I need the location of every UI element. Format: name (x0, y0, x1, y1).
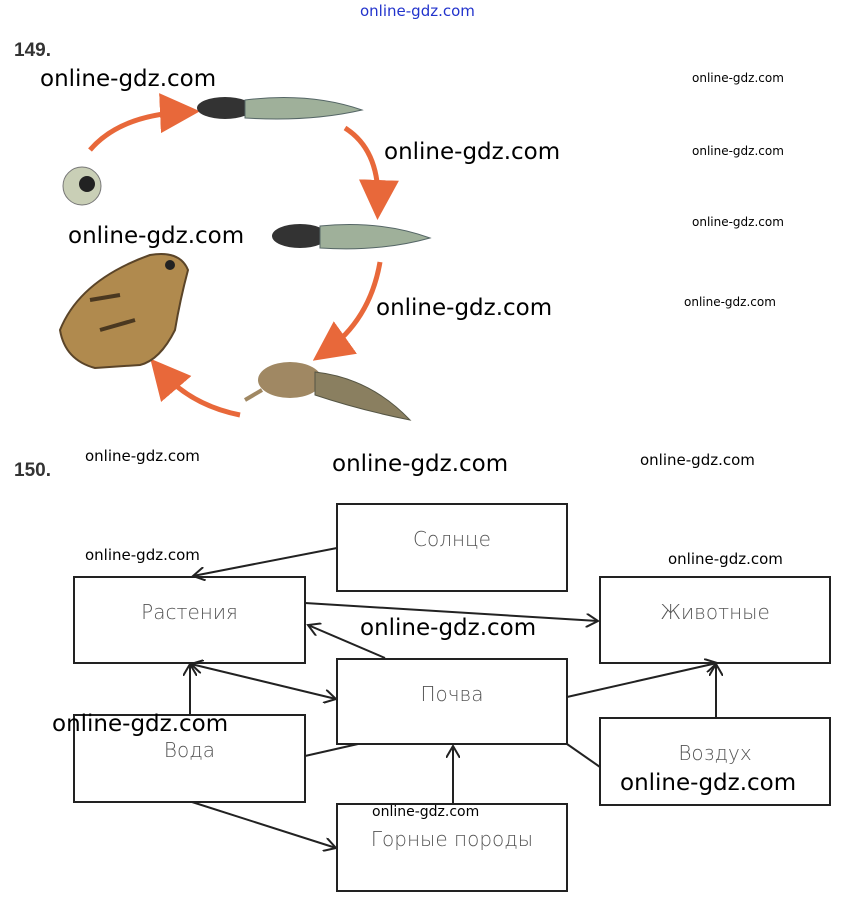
header-watermark[interactable]: online-gdz.com (360, 2, 475, 20)
watermark: online-gdz.com (692, 71, 784, 85)
node-rocks: Горные породы (336, 803, 568, 892)
node-plants: Растения (73, 576, 306, 664)
arrow-sun-plants (193, 547, 338, 576)
arrow-soil-animals (566, 663, 717, 698)
watermark: online-gdz.com (692, 215, 784, 229)
node-label: Воздух (678, 741, 752, 765)
watermark: online-gdz.com (684, 295, 776, 309)
watermark: online-gdz.com (85, 546, 200, 564)
froglet-icon (243, 362, 412, 421)
watermark: online-gdz.com (640, 451, 755, 469)
watermark: online-gdz.com (40, 66, 217, 92)
cycle-arrow (312, 261, 383, 361)
node-label: Растения (141, 600, 238, 624)
cycle-arrow (150, 358, 241, 418)
node-label: Почва (420, 682, 484, 706)
node-soil: Почва (336, 658, 568, 745)
node-water: Вода (73, 714, 306, 803)
watermark: online-gdz.com (620, 770, 797, 796)
watermark: online-gdz.com (332, 451, 509, 477)
node-label: Животные (660, 600, 770, 624)
arrow-plants-animals (304, 602, 598, 621)
node-air: Воздух (599, 717, 831, 806)
frog-icon (58, 253, 190, 370)
watermark: online-gdz.com (68, 223, 245, 249)
line-soil-air (566, 743, 601, 768)
node-label: Вода (163, 738, 216, 762)
watermark: online-gdz.com (360, 615, 537, 641)
task-149-number: 149. (14, 40, 51, 61)
line-water-soil (304, 743, 359, 757)
node-label: Горные породы (370, 827, 534, 851)
watermark: online-gdz.com (384, 139, 561, 165)
watermark: online-gdz.com (52, 711, 229, 737)
arrow-water-rocks (191, 801, 336, 848)
tadpole-legs-icon (272, 224, 432, 250)
watermark: online-gdz.com (376, 295, 553, 321)
watermark: online-gdz.com (372, 804, 480, 820)
frog-life-cycle-illustration (58, 93, 432, 421)
node-animals: Животные (599, 576, 831, 664)
node-label: Солнце (413, 527, 491, 551)
watermark: online-gdz.com (668, 550, 783, 568)
egg-icon (62, 166, 102, 206)
tadpole-icon (197, 97, 364, 120)
node-sun: Солнце (336, 503, 568, 592)
arrow-soil-plants (308, 625, 386, 659)
arrow-plants-soil (191, 664, 336, 699)
cycle-arrow (343, 125, 399, 220)
watermark: online-gdz.com (85, 447, 200, 465)
task-150-number: 150. (14, 460, 51, 481)
cycle-arrow (88, 93, 200, 152)
watermark: online-gdz.com (692, 144, 784, 158)
